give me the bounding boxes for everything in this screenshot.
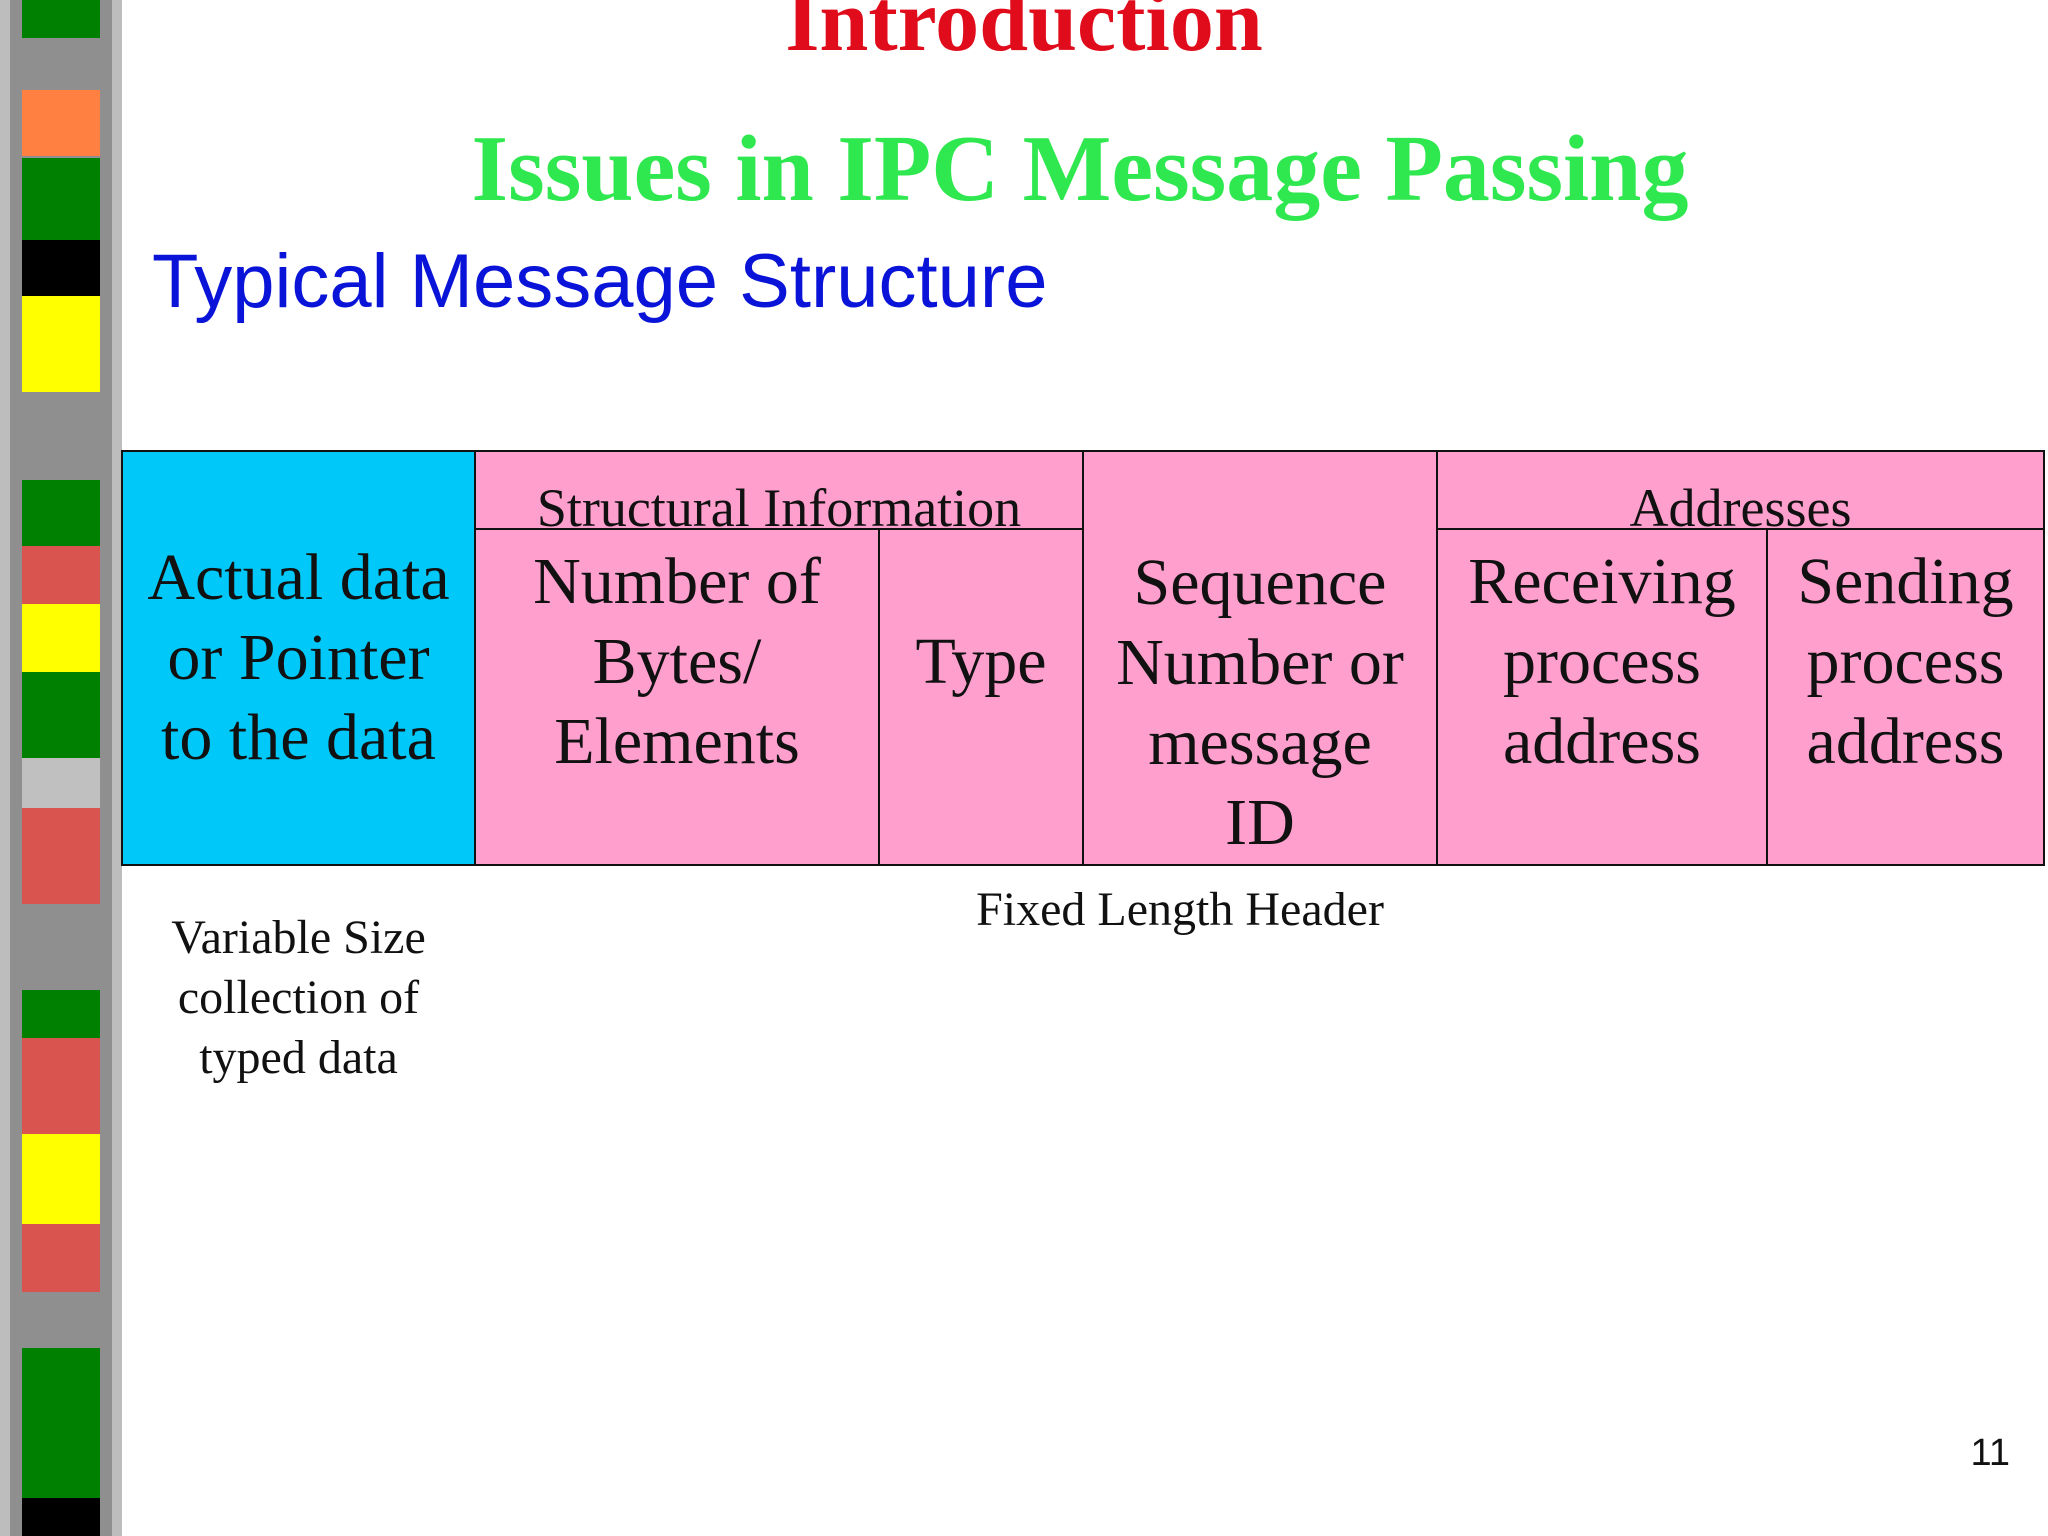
left-decorative-strip [0,0,122,1536]
strip-block-red [22,1038,100,1134]
strip-block-yellow [22,1134,100,1224]
sequence-field-label: Sequence Number or message ID [1116,546,1404,859]
type-field-box: Type [878,528,1084,866]
bytes-field-label: Number of Bytes/ Elements [533,545,821,778]
data-field-label: Actual data or Pointer to the data [147,541,450,774]
strip-block-green [22,0,100,38]
slide-title: Introduction [785,0,1263,70]
strip-block-yellow [22,296,100,392]
structural-info-group-header: Structural Information [474,450,1084,530]
structural-info-label: Structural Information [536,478,1022,530]
page-number: 11 [1970,1432,2010,1474]
addresses-label: Addresses [1629,478,1852,530]
fixed-length-header-note: Fixed Length Header [976,883,1384,936]
strip-block-red [22,1224,100,1292]
strip-block-green [22,1348,100,1498]
variable-size-note: Variable Size collection of typed data [171,911,426,1084]
slide-subtitle: Issues in IPC Message Passing [471,117,1689,221]
sending-address-box: Sending process address [1766,528,2045,866]
receiving-address-box: Receiving process address [1436,528,1768,866]
strip-block-green [22,672,100,758]
data-field-box: Actual data or Pointer to the data [121,450,476,866]
strip-block-green [22,990,100,1038]
strip-block-red [22,808,100,904]
strip-block-black [22,1498,100,1536]
strip-block-black [22,240,100,296]
sequence-field-box: Sequence Number or message ID [1082,450,1438,866]
section-heading: Typical Message Structure [152,239,1048,324]
strip-block-red [22,546,100,604]
receiving-address-label: Receiving process address [1468,545,1736,778]
strip-block-yellow [22,604,100,672]
strip-block-silver [22,758,100,808]
strip-block-green [22,158,100,240]
bytes-field-box: Number of Bytes/ Elements [474,528,880,866]
strip-block-orange [22,90,100,156]
strip-block-green [22,480,100,546]
addresses-group-header: Addresses [1436,450,2045,530]
type-field-label: Type [915,625,1047,698]
sending-address-label: Sending process address [1797,545,2014,778]
